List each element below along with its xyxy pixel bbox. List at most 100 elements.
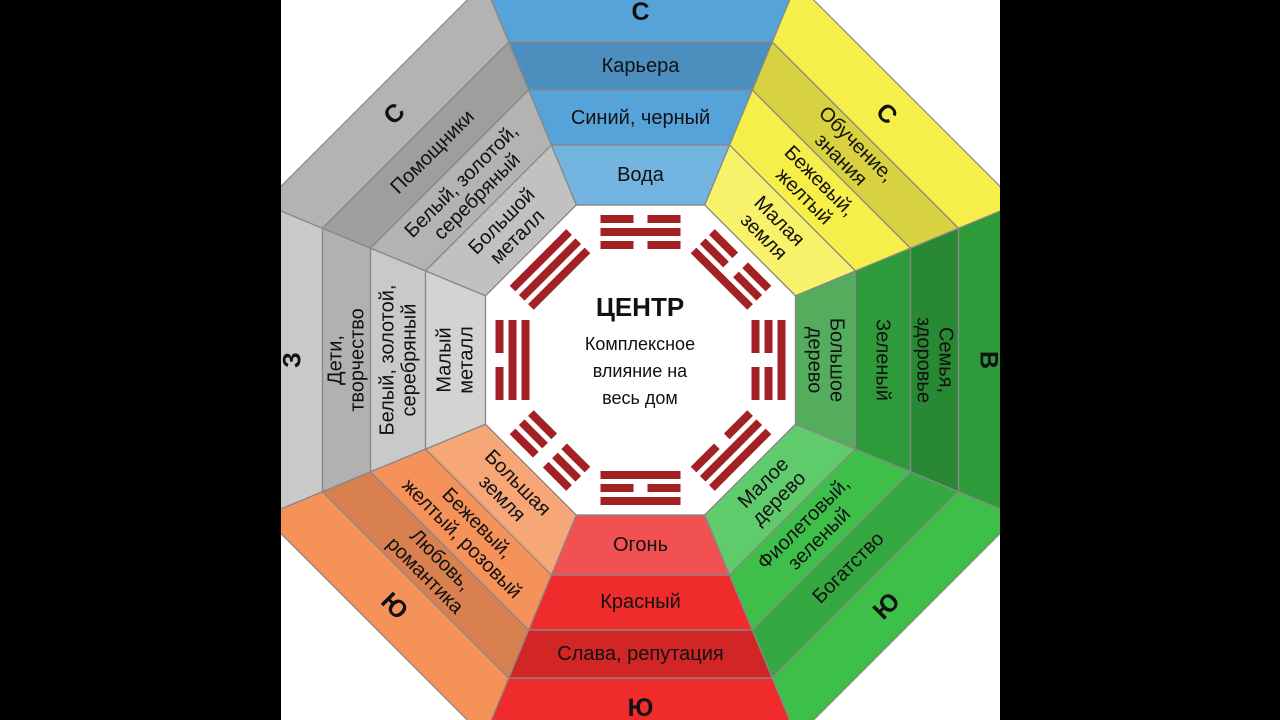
northwest-trigram-line-3-seg-1	[528, 247, 591, 310]
south-ring-2-label-line-1: Красный	[600, 591, 681, 613]
west-ring-2	[370, 248, 426, 472]
west-direction-label: З	[281, 352, 307, 368]
east-ring-1	[795, 270, 856, 450]
east-trigram-line-3-seg-2	[751, 367, 760, 400]
west-ring-3-label: Дети,творчество	[325, 308, 369, 412]
southwest-ring-1	[425, 424, 577, 575]
south-ring-2	[528, 575, 753, 630]
southeast-trigram-line-1-seg-1	[709, 428, 772, 491]
center-title: ЦЕНТР	[596, 292, 684, 322]
northwest-ring-4-border	[281, 0, 510, 229]
northeast-trigram-line-1-seg-1	[709, 229, 739, 259]
north-direction-label-line-1: С	[631, 0, 649, 26]
south-trigram-line-2-seg-2	[600, 484, 634, 492]
south-trigram-line-2-seg-1	[647, 484, 681, 492]
northeast-ring-3	[752, 42, 959, 249]
north-ring-1	[551, 145, 730, 205]
north-trigram-line-3-seg-2	[647, 241, 681, 249]
west-ring-3-label-line-1: Дети,	[325, 335, 347, 385]
north-ring-3	[508, 42, 773, 90]
southwest-trigram-line-1-seg-2	[509, 428, 539, 458]
north-trigram-line-1-seg-1	[600, 215, 634, 223]
north-ring-2	[528, 90, 753, 145]
north-trigram-icon	[600, 215, 681, 249]
northeast-ring-4-border	[771, 0, 1000, 229]
southeast-ring-3	[752, 471, 959, 678]
southeast-ring-2	[729, 449, 911, 630]
southeast-trigram-line-3-seg-1	[723, 410, 753, 440]
center-octagon	[484, 204, 797, 516]
west-trigram-icon	[495, 320, 530, 400]
east-ring-3-label: Семья,здоровье	[913, 317, 957, 403]
northwest-ring-1	[425, 145, 577, 296]
east-trigram-icon	[751, 320, 786, 400]
northwest-trigram-icon	[509, 229, 591, 310]
northeast-ring-1	[704, 145, 856, 296]
sector-layer	[281, 0, 1000, 720]
southeast-trigram-icon	[690, 410, 772, 491]
southwest-ring-3	[322, 471, 529, 678]
center-line-3: весь дом	[602, 388, 678, 408]
south-ring-1-label-line-1: Огонь	[613, 534, 668, 556]
west-ring-2-label: Белый, золотой,серебряный	[377, 285, 421, 436]
east-ring-2	[855, 248, 911, 472]
north-ring-3-label: Карьера	[602, 55, 681, 77]
north-ring-2-label-line-1: Синий, черный	[571, 107, 710, 129]
center-line-2: влияние на	[593, 361, 688, 381]
south-ring-3-label: Слава, репутация	[557, 643, 723, 665]
southwest-trigram-line-3-seg-2	[528, 410, 558, 440]
east-ring-1-label-line-2: дерево	[804, 327, 826, 394]
east-ring-1-label-line-1: Большое	[826, 318, 848, 402]
south-direction-label: Ю	[628, 694, 654, 720]
southeast-ring-1	[704, 424, 856, 575]
south-trigram-line-1-seg-1	[600, 497, 681, 505]
west-ring-4	[281, 211, 323, 509]
northwest-trigram-line-2-seg-1	[518, 238, 582, 301]
north-ring-1-label-line-1: Вода	[617, 164, 665, 186]
southwest-trigram-line-2-seg-1	[552, 452, 582, 482]
south-ring-4	[491, 678, 790, 720]
west-ring-4-border	[281, 210, 324, 510]
east-direction-label-line-1: В	[975, 351, 1001, 369]
east-ring-2-label-line-1: Зеленый	[872, 319, 894, 401]
southwest-trigram-line-3-seg-1	[561, 443, 591, 473]
southeast-trigram-line-2-seg-1	[699, 419, 763, 482]
north-ring-1-label: Вода	[617, 164, 665, 186]
west-trigram-line-2-seg-1	[508, 320, 517, 400]
west-ring-3-label-line-2: творчество	[347, 308, 369, 412]
west-trigram-line-1-seg-1	[495, 367, 504, 400]
northwest-ring-2	[370, 90, 552, 271]
east-ring-3	[910, 228, 959, 492]
northeast-trigram-line-1-seg-2	[742, 262, 772, 292]
west-ring-1	[425, 270, 486, 450]
north-ring-4	[491, 0, 790, 42]
south-direction-label-line-1: Ю	[628, 694, 654, 720]
north-ring-2-label: Синий, черный	[571, 107, 710, 129]
northeast-trigram-icon	[690, 229, 772, 310]
ring-borders	[281, 0, 1000, 720]
east-trigram-line-2-seg-2	[764, 367, 773, 400]
northeast-ring-4	[772, 0, 1000, 229]
southwest-ring-2	[370, 449, 552, 630]
northwest-ring-3	[322, 42, 529, 249]
east-trigram-line-1-seg-1	[777, 320, 786, 400]
trigram-layer	[495, 215, 786, 505]
west-ring-2-label-line-2: серебряный	[399, 304, 421, 417]
center-block: ЦЕНТР Комплексное влияние на весь дом	[585, 292, 695, 408]
south-ring-4-border	[490, 677, 791, 720]
northwest-ring-4	[281, 0, 509, 229]
northeast-trigram-line-2-seg-1	[699, 238, 729, 268]
south-ring-1-label: Огонь	[613, 534, 668, 556]
southeast-ring-4	[772, 491, 1000, 720]
west-trigram-line-1-seg-2	[495, 320, 504, 353]
south-ring-3	[508, 630, 773, 678]
north-direction-label: С	[631, 0, 649, 26]
southwest-trigram-line-2-seg-2	[518, 419, 548, 449]
north-trigram-line-3-seg-1	[600, 241, 634, 249]
southwest-ring-4-border	[281, 491, 510, 720]
southwest-trigram-icon	[509, 410, 591, 491]
center-line-1: Комплексное	[585, 334, 695, 354]
